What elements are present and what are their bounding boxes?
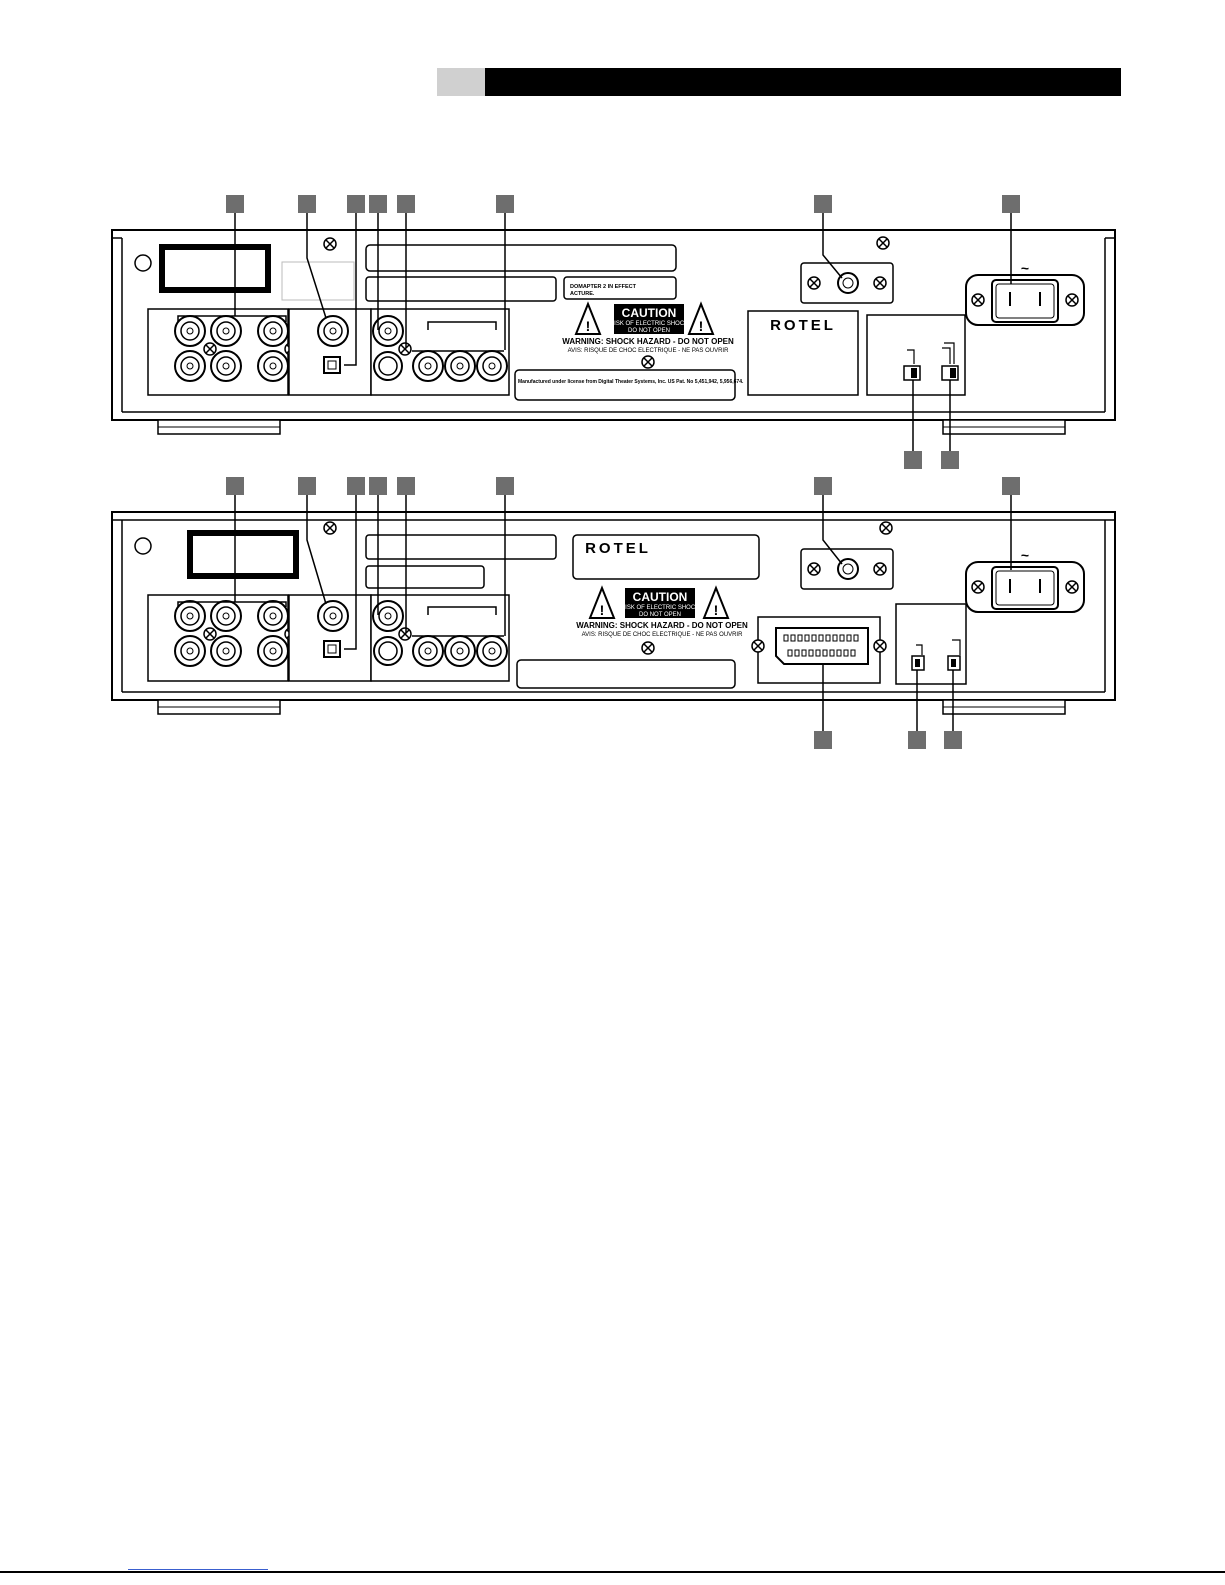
- top-callouts: [226, 195, 1020, 469]
- bottom-unit-rear-panel: ROTEL ! CAUTION RISK OF ELECTRIC SHOCK D…: [111, 511, 1116, 715]
- rotel-logo: ROTEL: [770, 317, 836, 334]
- top-small-label: DOMAPTER 2 IN EFFECT: [570, 284, 637, 290]
- footer-rule: [0, 1571, 1225, 1573]
- caution-title: CAUTION: [622, 306, 677, 320]
- svg-text:!: !: [586, 318, 591, 334]
- svg-text:RISK OF ELECTRIC SHOCK: RISK OF ELECTRIC SHOCK: [610, 321, 688, 327]
- svg-text:WARNING: SHOCK HAZARD - DO NOT: WARNING: SHOCK HAZARD - DO NOT OPEN: [576, 621, 748, 630]
- footer-link-underline: [128, 1569, 268, 1570]
- header-black-bar: [485, 68, 1121, 96]
- bottom-callouts: [226, 477, 1020, 749]
- top-unit-rear-panel: DOMAPTER 2 IN EFFECT ACTURE. ! CAUTION R…: [111, 229, 1116, 435]
- license-text: Manufactured under license from Digital …: [518, 379, 744, 385]
- bottom-caution-label: ! CAUTION RISK OF ELECTRIC SHOCK DO NOT …: [576, 585, 748, 655]
- caution-title: CAUTION: [633, 590, 688, 604]
- ground-icon: [134, 537, 152, 555]
- svg-text:AVIS: RISQUE DE CHOC ELECTRIQU: AVIS: RISQUE DE CHOC ELECTRIQUE - NE PAS…: [582, 632, 743, 638]
- svg-text:RISK OF ELECTRIC SHOCK: RISK OF ELECTRIC SHOCK: [621, 605, 699, 611]
- svg-text:!: !: [600, 602, 605, 618]
- svg-text:WARNING: SHOCK HAZARD - DO NOT: WARNING: SHOCK HAZARD - DO NOT OPEN: [562, 337, 734, 346]
- svg-text:!: !: [714, 602, 719, 618]
- svg-text:AVIS: RISQUE DE CHOC ELECTRIQU: AVIS: RISQUE DE CHOC ELECTRIQUE - NE PAS…: [568, 348, 729, 354]
- svg-text:DO NOT OPEN: DO NOT OPEN: [628, 328, 670, 334]
- rotel-logo: ROTEL: [585, 540, 651, 557]
- svg-text:ACTURE.: ACTURE.: [570, 291, 595, 297]
- svg-text:!: !: [699, 318, 704, 334]
- top-caution-label: ! CAUTION RISK OF ELECTRIC SHOCK DO NOT …: [562, 301, 734, 369]
- ac-symbol: ~: [1021, 260, 1029, 276]
- header-gray-tab: [437, 68, 485, 96]
- svg-text:DO NOT OPEN: DO NOT OPEN: [639, 612, 681, 618]
- ground-icon: [134, 254, 152, 272]
- ac-symbol: ~: [1021, 547, 1029, 563]
